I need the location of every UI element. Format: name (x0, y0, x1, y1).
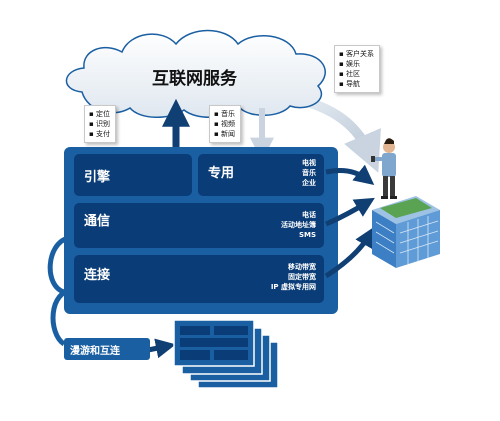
communication-to-building-arrow (325, 197, 375, 227)
communication-item: 活动地址簿 (281, 221, 316, 229)
cloud-title: 互联网服务 (152, 69, 237, 89)
dedicated-items: 电视 音乐 企业 (302, 158, 316, 188)
connection-to-building-arrow (324, 227, 374, 279)
communication-item: 电话 (302, 211, 316, 219)
dedicated-item: 音乐 (302, 169, 316, 177)
engine-box[interactable] (74, 154, 192, 196)
note-left-item: 识别 (89, 119, 110, 129)
partner-networks-stack (173, 319, 279, 389)
dedicated-label: 专用 (208, 166, 235, 181)
connection-items: 移动带宽 固定带宽 IP 虚拟专用网 (271, 262, 316, 292)
dedicated-item: 电视 (302, 159, 316, 167)
note-left-item: 支付 (89, 129, 110, 139)
note-middle-item: 音乐 (214, 109, 235, 119)
note-middle-item: 新闻 (214, 129, 235, 139)
enterprise-building-icon (372, 196, 440, 268)
engine-label: 引擎 (84, 170, 111, 185)
connection-item: IP 虚拟专用网 (270, 283, 316, 291)
note-right-item: 导航 (339, 79, 374, 89)
note-middle: 音乐 视频 新闻 (209, 105, 241, 143)
connection-box[interactable] (74, 255, 324, 303)
roaming-connector (50, 287, 75, 347)
connection-item: 移动带宽 (288, 263, 316, 271)
user-person-icon (371, 138, 397, 199)
dedicated-item: 企业 (302, 179, 316, 187)
note-right-item: 娱乐 (339, 59, 374, 69)
connection-label: 连接 (84, 268, 111, 283)
note-middle-item: 视频 (214, 119, 235, 129)
note-left-item: 定位 (89, 109, 110, 119)
connection-item: 固定带宽 (288, 273, 316, 281)
communication-items: 电话 活动地址簿 SMS (281, 210, 316, 240)
roaming-to-networks-arrow (147, 338, 176, 359)
note-right-item: 社区 (339, 69, 374, 79)
roaming-box[interactable] (64, 338, 150, 360)
note-right-item: 客户关系 (339, 49, 374, 59)
roaming-connector-up (47, 235, 69, 295)
communication-item: SMS (298, 231, 316, 239)
note-left: 定位 识别 支付 (84, 105, 116, 143)
roaming-label: 漫游和互连 (70, 346, 120, 357)
note-right: 客户关系 娱乐 社区 导航 (334, 45, 380, 93)
communication-label: 通信 (84, 214, 111, 229)
dedicated-box[interactable] (198, 154, 324, 196)
communication-box[interactable] (74, 203, 324, 248)
dedicated-to-user-arrow (325, 164, 375, 185)
